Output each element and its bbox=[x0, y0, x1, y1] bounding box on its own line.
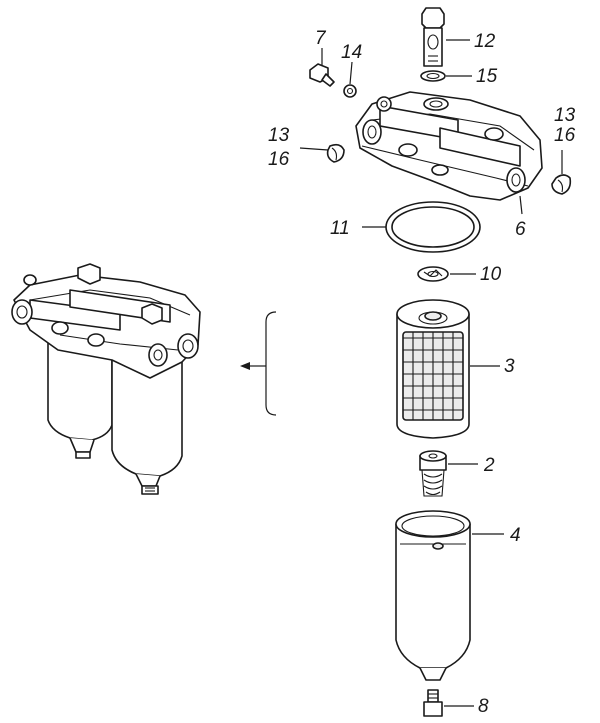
leader-lines bbox=[299, 39, 563, 707]
part-15-washer bbox=[420, 70, 446, 82]
callout-2: 2 bbox=[483, 455, 495, 476]
part-6-filter-head bbox=[355, 91, 543, 201]
callout-10: 10 bbox=[480, 264, 502, 285]
callout-8: 8 bbox=[478, 696, 489, 717]
callout-11: 11 bbox=[330, 218, 350, 239]
callout-12: 12 bbox=[474, 31, 496, 52]
part-7-bolt bbox=[309, 63, 335, 87]
part-13-16-plug-right bbox=[551, 174, 572, 195]
callout-3: 3 bbox=[504, 356, 515, 377]
part-12-banjo-bolt bbox=[421, 7, 445, 67]
callout-16-right: 16 bbox=[554, 125, 576, 146]
callout-15: 15 bbox=[476, 66, 498, 87]
part-13-16-plug-left bbox=[326, 143, 345, 163]
callout-7: 7 bbox=[315, 28, 327, 49]
part-4-filter-bowl bbox=[395, 510, 471, 681]
part-10-spring-washer bbox=[417, 266, 449, 282]
callout-labels: 12 7 14 15 13 16 13 16 6 11 10 3 2 4 8 bbox=[268, 28, 576, 717]
assembled-filter-view bbox=[11, 263, 201, 495]
callout-4: 4 bbox=[510, 525, 521, 546]
part-2-valve bbox=[419, 450, 447, 497]
callout-6: 6 bbox=[515, 219, 526, 240]
part-14-washer bbox=[343, 84, 357, 98]
part-8-drain-plug bbox=[423, 689, 443, 717]
part-3-filter-element bbox=[396, 299, 470, 439]
callout-13-right: 13 bbox=[554, 105, 576, 126]
callout-13-left: 13 bbox=[268, 125, 290, 146]
callout-14: 14 bbox=[341, 42, 362, 63]
assembly-bracket bbox=[240, 311, 277, 416]
part-11-o-ring bbox=[385, 201, 481, 253]
callout-16-left: 16 bbox=[268, 149, 290, 170]
